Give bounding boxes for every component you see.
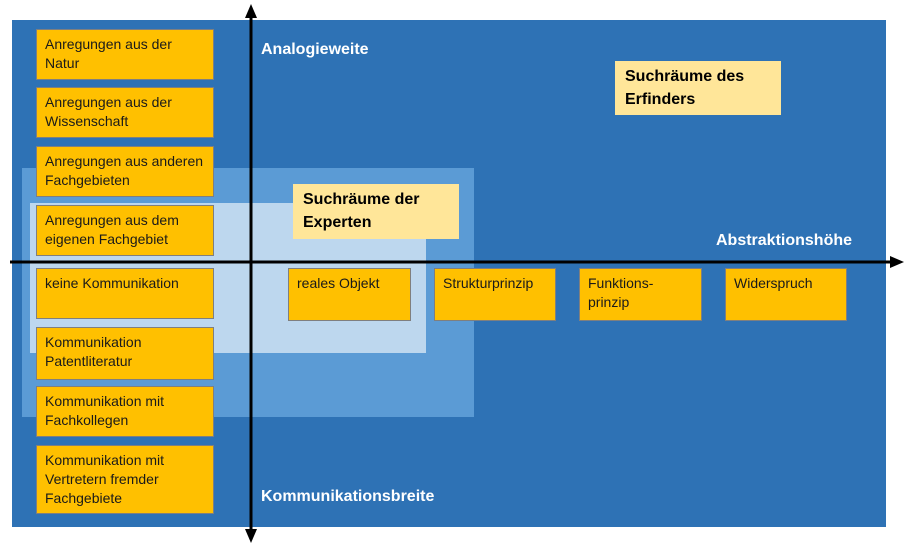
horizontal-axis-arrow bbox=[890, 256, 904, 268]
analogy-box-nature: Anregungen aus der Natur bbox=[36, 29, 214, 80]
communication-box-colleagues: Kommunikation mit Fachkollegen bbox=[36, 386, 214, 437]
analogy-box-science: Anregungen aus der Wissenschaft bbox=[36, 87, 214, 138]
vertical-axis-arrow-up bbox=[245, 4, 257, 18]
abstraction-box-contradiction: Widerspruch bbox=[725, 268, 847, 321]
communication-box-none: keine Kommunikation bbox=[36, 268, 214, 319]
analogy-box-other-fields: Anregungen aus anderen Fachgebieten bbox=[36, 146, 214, 197]
axis-label-communication: Kommunikationsbreite bbox=[261, 488, 435, 505]
abstraction-box-structure: Strukturprinzip bbox=[434, 268, 556, 321]
expert-search-space-label: Suchräume der Experten bbox=[293, 184, 459, 239]
axis-label-analogy: Analogieweite bbox=[261, 41, 369, 58]
analogy-box-own-field: Anregungen aus dem eigenen Fachgebiet bbox=[36, 205, 214, 256]
axis-label-abstraction: Abstraktionshöhe bbox=[716, 232, 853, 249]
communication-box-patents: Kommunikation Patentliteratur bbox=[36, 327, 214, 380]
communication-box-other-fields: Kommunikation mit Vertretern fremder Fac… bbox=[36, 445, 214, 514]
vertical-axis-arrow-down bbox=[245, 529, 257, 543]
abstraction-box-real-object: reales Objekt bbox=[288, 268, 411, 321]
abstraction-box-function: Funktions-prinzip bbox=[579, 268, 702, 321]
inventor-search-space-label: Suchräume des Erfinders bbox=[615, 61, 781, 115]
